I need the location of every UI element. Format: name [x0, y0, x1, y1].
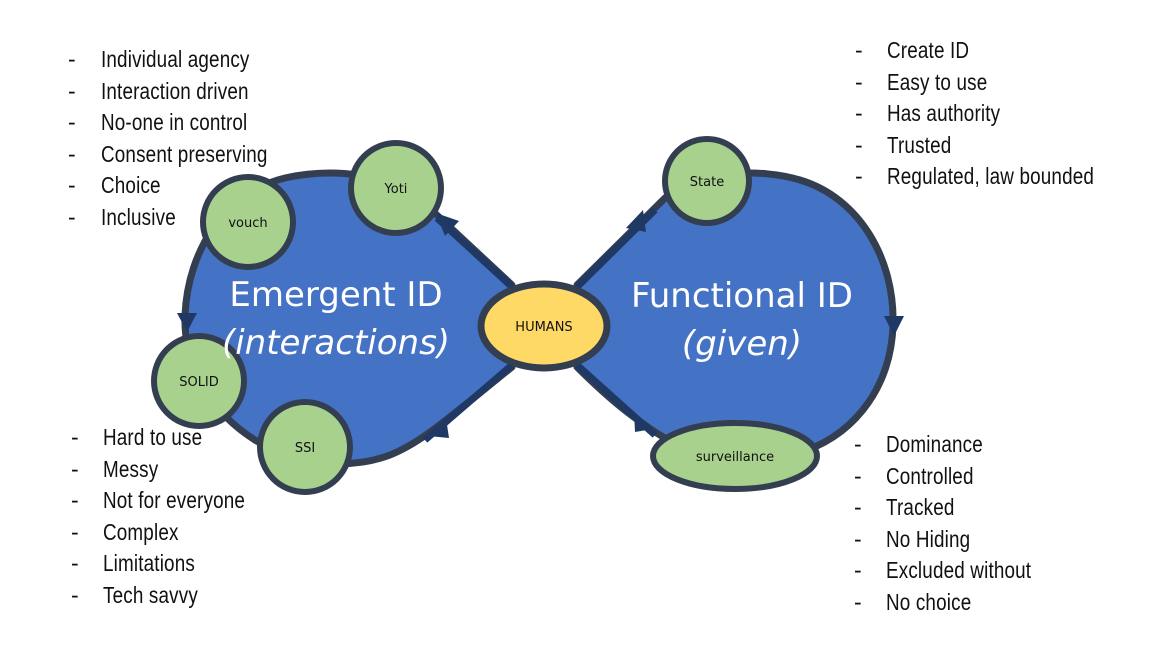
bullet-dash: -	[855, 163, 863, 189]
bullet-dash: -	[71, 424, 79, 450]
bullet-dash: -	[855, 100, 863, 126]
arrowhead-to-solid-icon	[177, 313, 197, 332]
node-solid[interactable]: SOLID	[151, 333, 247, 429]
list-item-text: Dominance	[886, 431, 983, 457]
list-item-text: Regulated, law bounded	[887, 163, 1095, 189]
bullet-dash: -	[71, 487, 79, 513]
list-item-text: Hard to use	[103, 424, 203, 450]
arrowhead-to-humans-right-icon	[634, 412, 653, 432]
bullet-dash: -	[71, 455, 79, 482]
node-ssi-label: SSI	[295, 441, 315, 456]
bullet-dash: -	[854, 557, 862, 583]
bullet-dash: -	[854, 588, 862, 615]
list-item-text: Not for everyone	[103, 487, 246, 513]
bullet-dash: -	[68, 140, 76, 167]
list-item-text: Interaction driven	[101, 77, 249, 104]
list-item-text: Excluded without	[886, 557, 1032, 583]
bullet-dash: -	[68, 46, 76, 72]
arrowhead-to-state-icon	[626, 210, 646, 232]
bullet-dash: -	[68, 109, 76, 135]
node-surveillance-label: surveillance	[696, 450, 774, 465]
bullet-dash: -	[854, 462, 862, 489]
node-state[interactable]: State	[662, 136, 752, 226]
list-item-text: Consent preserving	[101, 140, 268, 167]
node-yoti[interactable]: Yoti	[348, 140, 444, 236]
bullet-dash: -	[855, 131, 863, 158]
functional-id-title: Functional ID	[631, 276, 853, 316]
list-item-text: Trusted	[887, 131, 952, 158]
emergent-id-title: Emergent ID	[229, 275, 442, 315]
list-item-text: Easy to use	[887, 68, 988, 95]
list-item-text: Create ID	[887, 37, 970, 63]
node-humans[interactable]: HUMANS	[477, 280, 611, 372]
list-item-text: Tech savvy	[103, 581, 198, 608]
emergent-id-subtitle: (interactions)	[222, 323, 450, 363]
node-yoti-label: Yoti	[384, 182, 408, 197]
node-ssi[interactable]: SSI	[257, 399, 353, 495]
list-item-text: Controlled	[886, 462, 974, 489]
bullet-dash: -	[854, 494, 862, 520]
bullet-dash: -	[71, 518, 79, 545]
bullet-dash: -	[68, 77, 76, 104]
arrowhead-to-yoti-icon	[436, 213, 459, 236]
list-item-text: Has authority	[887, 100, 1001, 126]
node-state-label: State	[690, 175, 724, 190]
bullet-dash: -	[71, 581, 79, 608]
node-vouch-label: vouch	[228, 216, 267, 231]
list-item-text: Individual agency	[101, 46, 250, 72]
list-item-text: Tracked	[886, 494, 955, 520]
list-item-text: No Hiding	[886, 525, 971, 552]
bullet-dash: -	[855, 68, 863, 95]
bullet-dash: -	[68, 172, 76, 198]
list-item-text: Messy	[103, 455, 159, 482]
bullet-dash: -	[854, 525, 862, 552]
bullet-dash: -	[854, 431, 862, 457]
bullet-dash: -	[855, 37, 863, 63]
list-item-text: Limitations	[103, 550, 195, 576]
list-item-text: Inclusive	[101, 203, 176, 230]
node-surveillance[interactable]: surveillance	[650, 420, 820, 492]
arrowhead-right-loop-icon	[884, 316, 904, 336]
list-item-text: No choice	[886, 588, 972, 615]
bullet-dash: -	[71, 550, 79, 576]
bullet-dash: -	[68, 203, 76, 230]
list-item-text: No-one in control	[101, 109, 248, 135]
node-humans-label: HUMANS	[515, 320, 572, 335]
arrowhead-to-humans-left-icon	[428, 418, 449, 438]
list-item-text: Choice	[101, 172, 161, 198]
functional-id-subtitle: (given)	[682, 324, 802, 364]
list-item-text: Complex	[103, 518, 179, 545]
node-vouch[interactable]: vouch	[200, 174, 296, 270]
node-solid-label: SOLID	[179, 375, 219, 390]
